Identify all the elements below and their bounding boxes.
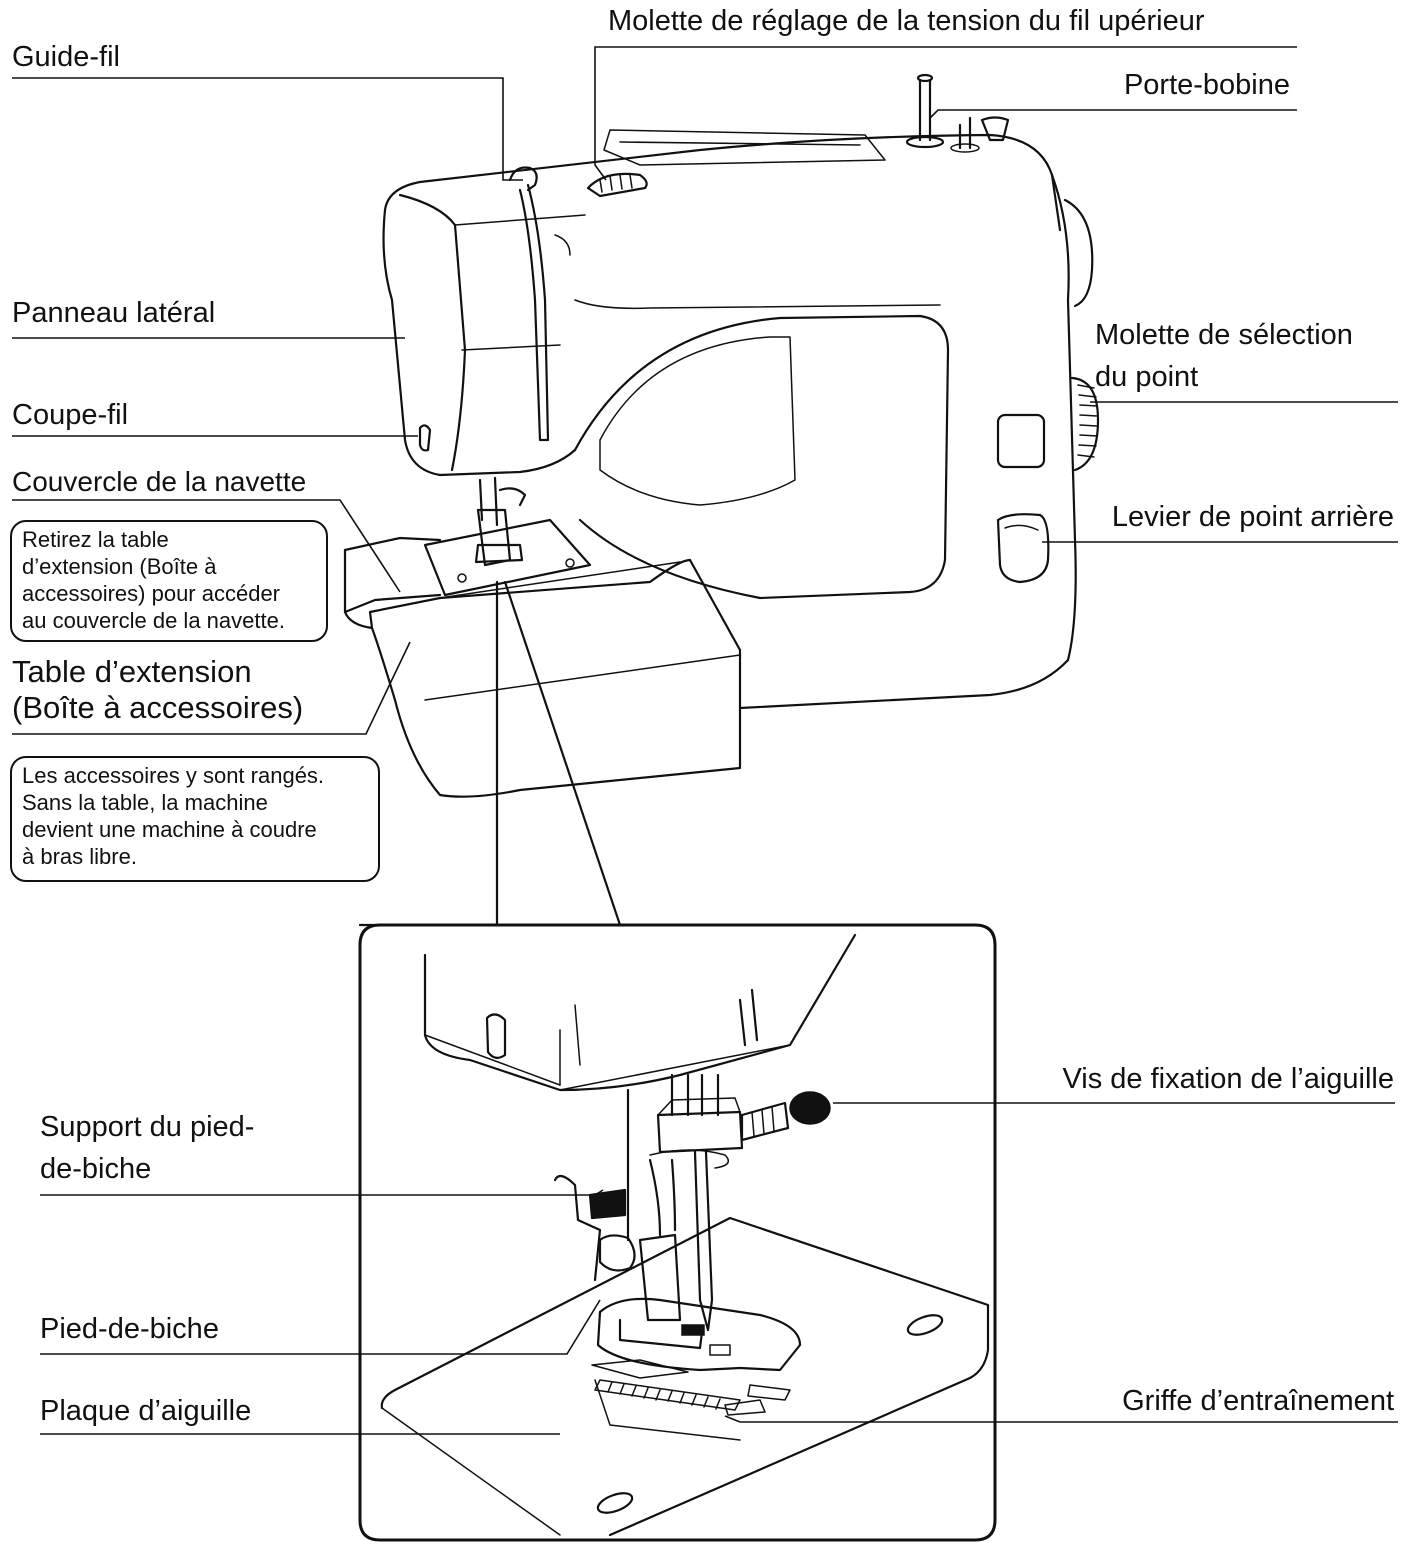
label-coupe-fil: Coupe-fil (12, 399, 129, 431)
note-accessoires: Les accessoires y sont rangés. Sans la t… (10, 756, 380, 882)
label-levier-point-arriere: Levier de point arrière (1111, 501, 1394, 533)
label-plaque-aiguille: Plaque d’aiguille (40, 1395, 252, 1427)
note-accessoires-line: Sans la table, la machine (22, 790, 268, 815)
leader-porte-bobine (929, 109, 1297, 119)
leader-griffe (724, 1415, 1398, 1423)
note-navette-line: Retirez la table (22, 527, 169, 552)
note-accessoires-line: Les accessoires y sont rangés. (22, 763, 325, 788)
leader-table-extension (12, 641, 411, 735)
label-table-extension-line2: (Boîte à accessoires) (12, 690, 304, 725)
machine-body (343, 73, 1100, 798)
leader-pied-de-biche (40, 1299, 601, 1355)
label-support-pied-line1: Support du pied- (40, 1111, 255, 1143)
leader-molette-tension (594, 46, 1297, 181)
label-support-pied-line2: de-biche (40, 1153, 152, 1185)
leader-support-pied (40, 1189, 604, 1196)
label-molette-selection-line1: Molette de sélection (1095, 319, 1353, 351)
note-accessoires-line: devient une machine à coudre (22, 817, 317, 842)
label-panneau-lateral: Panneau latéral (12, 297, 216, 329)
leader-lines (12, 46, 1398, 1435)
note-navette-line: au couvercle de la navette. (22, 608, 285, 633)
note-navette: Retirez la table d’extension (Boîte à ac… (10, 520, 328, 642)
label-griffe-entrainement: Griffe d’entraînement (1122, 1385, 1394, 1417)
label-molette-selection-line2: du point (1095, 361, 1199, 393)
label-guide-fil: Guide-fil (12, 41, 120, 73)
inset-detail (358, 923, 997, 1542)
needle-screw-knob (789, 1091, 831, 1125)
label-vis-fixation: Vis de fixation de l’aiguille (1062, 1063, 1394, 1095)
note-navette-line: d’extension (Boîte à (22, 554, 217, 579)
note-accessoires-line: à bras libre. (22, 844, 137, 869)
label-molette-tension: Molette de réglage de la tension du fil … (608, 5, 1205, 37)
label-porte-bobine: Porte-bobine (1123, 69, 1290, 101)
label-table-extension-line1: Table d’extension (12, 654, 252, 689)
label-couvercle-navette: Couvercle de la navette (12, 466, 307, 497)
leader-couvercle-navette (12, 499, 401, 593)
leader-guide-fil (12, 77, 523, 181)
zoom-connector (358, 580, 622, 927)
note-navette-line: accessoires) pour accéder (22, 581, 281, 606)
label-pied-de-biche: Pied-de-biche (40, 1313, 219, 1345)
